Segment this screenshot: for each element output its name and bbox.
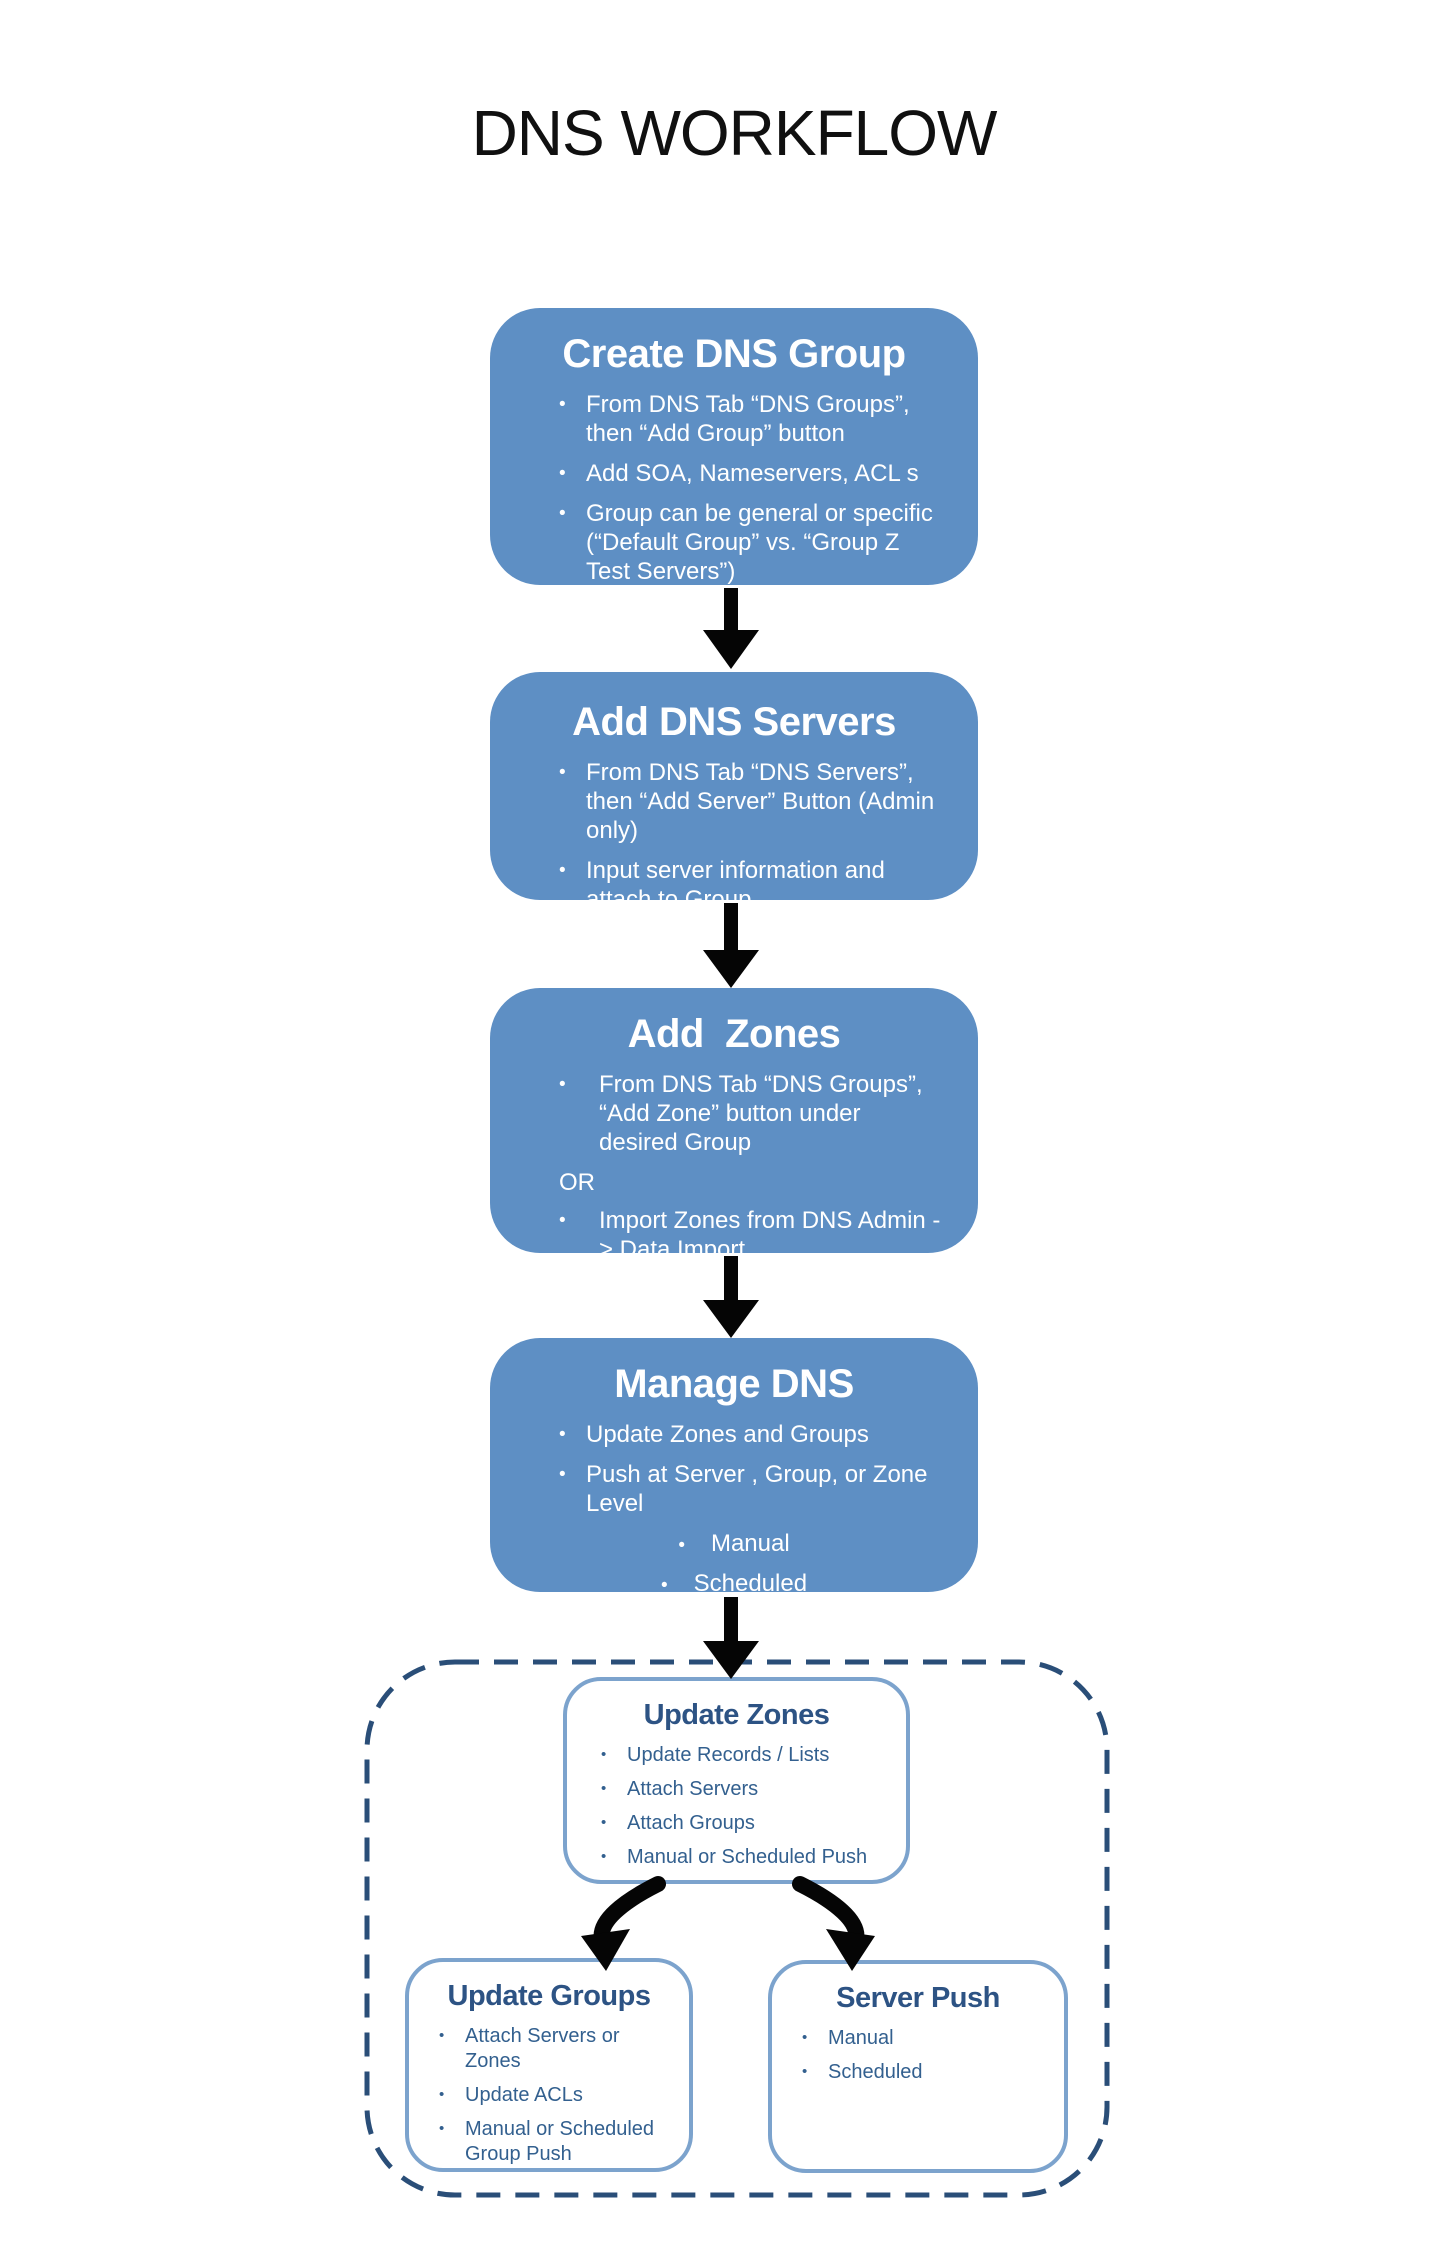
- down-arrow-2-icon: [703, 903, 759, 988]
- bullet-item: Import Zones from DNS Admin -> Data Impo…: [559, 1206, 944, 1264]
- bullet-text: Manual: [828, 2027, 894, 2049]
- bullet-item: Update Zones and Groups: [559, 1420, 944, 1449]
- bullet-list: Manual Scheduled: [786, 2025, 1050, 2085]
- sub-bullet-text: Scheduled: [693, 1570, 808, 1597]
- bullet-list: From DNS Tab “DNS Servers”, then “Add Se…: [524, 758, 944, 914]
- sub-bullet-list: Manual Scheduled: [524, 1529, 944, 1600]
- bullet-text: Attach Servers: [627, 1778, 759, 1800]
- bullet-text: Group can be general or specific (“Defau…: [586, 500, 933, 585]
- bullet-item: Update Records / Lists: [601, 1742, 888, 1768]
- bullet-list: Update Records / Lists Attach Servers At…: [585, 1742, 888, 1870]
- bullet-item: Group can be general or specific (“Defau…: [559, 499, 944, 586]
- curved-arrow-right-icon: [792, 1876, 875, 1971]
- bullet-text: From DNS Tab “DNS Groups”, “Add Zone” bu…: [599, 1071, 923, 1156]
- bullet-text: Manual or Scheduled Push: [627, 1846, 868, 1868]
- bullet-text: Update ACLs: [465, 2084, 583, 2106]
- bullet-text: Attach Groups: [627, 1812, 755, 1834]
- bullet-item: Add SOA, Nameservers, ACL s: [559, 459, 944, 488]
- bullet-text: From DNS Tab “DNS Groups”, then “Add Gro…: [586, 391, 910, 447]
- bullet-list: Update Zones and Groups Push at Server ,…: [524, 1420, 944, 1518]
- bullet-text: Import Zones from DNS Admin -> Data Impo…: [599, 1207, 941, 1263]
- detail-box-update-groups: Update Groups Attach Servers or Zones Up…: [405, 1958, 693, 2172]
- flow-box-add-zones: Add Zones From DNS Tab “DNS Groups”, “Ad…: [490, 988, 978, 1263]
- flow-box-title: Create DNS Group: [562, 332, 906, 376]
- detail-box-title: Update Zones: [643, 1699, 830, 1731]
- sub-bullet-item: Manual: [524, 1529, 944, 1560]
- bullet-item: From DNS Tab “DNS Servers”, then “Add Se…: [559, 758, 944, 845]
- bullet-item: Manual or Scheduled Group Push: [439, 2116, 675, 2167]
- flow-box-create-dns-group: Create DNS Group From DNS Tab “DNS Group…: [490, 308, 978, 585]
- down-arrow-4-icon: [703, 1597, 759, 1679]
- bullet-text: Scheduled: [828, 2061, 923, 2083]
- flow-box-add-dns-servers: Add DNS Servers From DNS Tab “DNS Server…: [490, 672, 978, 913]
- bullet-text: Attach Servers or Zones: [465, 2025, 620, 2072]
- detail-box-server-push: Server Push Manual Scheduled: [768, 1960, 1068, 2173]
- bullet-item: Attach Servers: [601, 1776, 888, 1802]
- bullet-text: Update Records / Lists: [627, 1744, 830, 1766]
- down-arrow-3-icon: [703, 1256, 759, 1338]
- bullet-text: Manual or Scheduled Group Push: [465, 2118, 655, 2165]
- bullet-text: From DNS Tab “DNS Servers”, then “Add Se…: [586, 759, 935, 844]
- bullet-item: From DNS Tab “DNS Groups”, then “Add Gro…: [559, 390, 944, 448]
- bullet-list: From DNS Tab “DNS Groups”, “Add Zone” bu…: [524, 1070, 944, 1157]
- bullet-item: Attach Groups: [601, 1810, 888, 1836]
- down-arrow-1-icon: [703, 588, 759, 669]
- flow-box-title: Add DNS Servers: [572, 700, 896, 744]
- bullet-list: Attach Servers or Zones Update ACLs Manu…: [423, 2023, 675, 2167]
- bullet-item: Push at Server , Group, or Zone Level: [559, 1460, 944, 1518]
- bullet-item: Input server information and attach to G…: [559, 856, 944, 914]
- or-label: OR: [559, 1169, 595, 1196]
- bullet-text: Input server information and attach to G…: [586, 857, 885, 913]
- flow-box-title: Add Zones: [627, 1012, 841, 1056]
- bullet-text: Push at Server , Group, or Zone Level: [586, 1461, 928, 1517]
- sub-bullet-item: Scheduled: [524, 1569, 944, 1600]
- detail-box-title: Update Groups: [447, 1980, 651, 2012]
- bullet-item: Update ACLs: [439, 2082, 675, 2108]
- bullet-item: From DNS Tab “DNS Groups”, “Add Zone” bu…: [559, 1070, 944, 1157]
- bullet-text: Add SOA, Nameservers, ACL s: [586, 460, 919, 487]
- bullet-text: Update Zones and Groups: [586, 1421, 869, 1448]
- detail-box-title: Server Push: [836, 1982, 1000, 2014]
- flow-box-title: Manage DNS: [614, 1362, 854, 1406]
- bullet-item: Attach Servers or Zones: [439, 2023, 675, 2074]
- page-title: DNS WORKFLOW: [471, 97, 998, 169]
- sub-bullet-text: Manual: [710, 1530, 790, 1557]
- flow-box-manage-dns: Manage DNS Update Zones and Groups Push …: [490, 1338, 978, 1597]
- bullet-item: Manual: [802, 2025, 1050, 2051]
- detail-box-update-zones: Update Zones Update Records / Lists Atta…: [563, 1677, 910, 1884]
- bullet-list: From DNS Tab “DNS Groups”, then “Add Gro…: [524, 390, 944, 586]
- bullet-list: Import Zones from DNS Admin -> Data Impo…: [524, 1206, 944, 1264]
- bullet-item: Scheduled: [802, 2059, 1050, 2085]
- bullet-item: Manual or Scheduled Push: [601, 1844, 888, 1870]
